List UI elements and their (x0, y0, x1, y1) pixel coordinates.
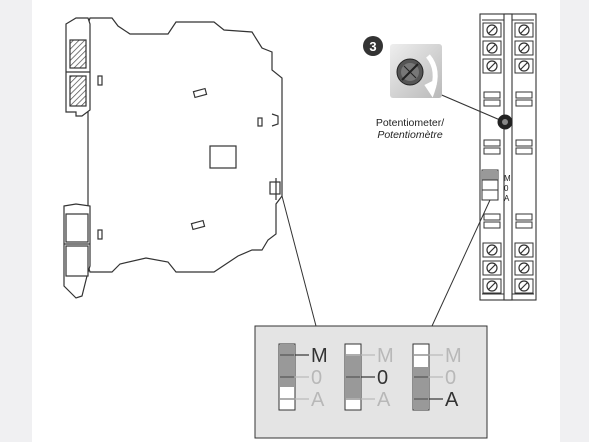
terminal-slot (483, 213, 501, 221)
terminal-screw-icon (482, 58, 502, 74)
switch-label-0: 0 (445, 367, 456, 389)
module-body-outline (87, 17, 283, 273)
terminal-screw-icon (514, 260, 534, 276)
terminal-screw-icon (514, 242, 534, 258)
side-switch (269, 181, 281, 195)
switch-label-0: 0 (377, 367, 388, 389)
terminal-slot (483, 91, 501, 99)
right-margin-panel (560, 0, 589, 442)
terminal-screw-icon (482, 260, 502, 276)
device-switch-label-a: A (504, 194, 510, 203)
switch-lever (414, 367, 428, 409)
terminal-slot (483, 147, 501, 155)
callout-number-badge (363, 36, 383, 56)
label-window (209, 145, 237, 169)
switch-position-3: M0A (412, 343, 462, 411)
terminal-slot (515, 221, 533, 229)
terminal-slot (515, 213, 533, 221)
terminal-screw-icon (514, 22, 534, 38)
terminal-slot (515, 147, 533, 155)
switch-label-a: A (445, 389, 459, 411)
device-switch-label-0: 0 (504, 184, 509, 193)
terminal-screw-icon (482, 40, 502, 56)
module-side-view (63, 17, 283, 299)
potentiometer-callout: 3 Potentiometer/ Potentiomètre (363, 36, 513, 141)
switch-label-a: A (311, 389, 325, 411)
potentiometer-label-en: Potentiometer/ (376, 117, 444, 129)
terminal-screw-icon (514, 40, 534, 56)
inset-leader-lines (281, 195, 491, 327)
terminal-slot (515, 139, 533, 147)
terminal-slot (483, 99, 501, 107)
terminal-screw-icon (482, 278, 502, 294)
terminal-screw-icon (482, 22, 502, 38)
terminal-slot (515, 91, 533, 99)
switch-lever (280, 345, 294, 387)
terminal-screw-icon (514, 278, 534, 294)
terminal-slot (515, 99, 533, 107)
switch-label-m: M (377, 345, 394, 367)
switch-label-a: A (377, 389, 391, 411)
terminal-screw-icon (514, 58, 534, 74)
left-margin-panel (0, 0, 32, 442)
switch-position-2: M0A (344, 343, 394, 411)
terminal-screw-icon (482, 242, 502, 258)
switch-label-m: M (445, 345, 462, 367)
terminal-slot (483, 139, 501, 147)
switch-label-m: M (311, 345, 328, 367)
device-selector-switch: M 0 A (481, 169, 511, 203)
upper-clip-hatch-1 (69, 39, 87, 69)
device-switch-label-m: M (504, 174, 511, 183)
front-terminals (482, 22, 534, 294)
switch-label-0: 0 (311, 367, 322, 389)
callout-number: 3 (369, 39, 376, 54)
switch-position-1: M0A (278, 343, 328, 411)
upper-clip-hatch-2 (69, 75, 87, 107)
potentiometer-label-fr: Potentiomètre (377, 129, 443, 141)
terminal-slot (483, 221, 501, 229)
